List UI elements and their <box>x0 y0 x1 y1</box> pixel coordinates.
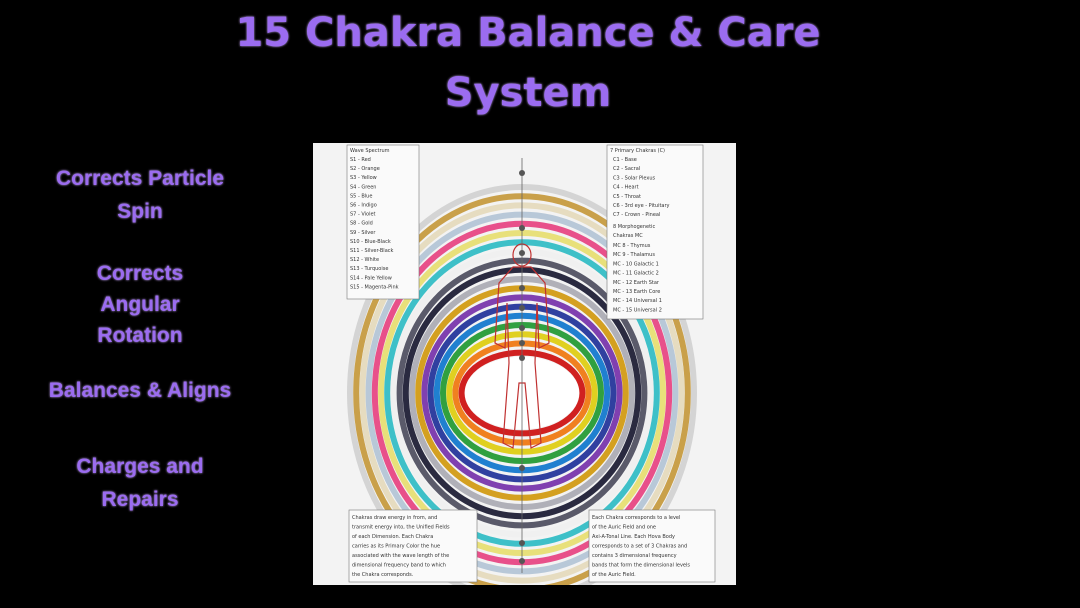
note-text: contains 3 dimensional frequency <box>592 553 677 559</box>
legend-item: S12 - White <box>350 257 379 263</box>
note-text: Each Chakra corresponds to a level <box>592 515 680 521</box>
benefit-text: Corrects <box>96 262 184 285</box>
legend-title: 8 Morphogenetic <box>613 224 655 230</box>
note-text: bands that form the dimensional levels <box>592 563 690 569</box>
legend-item: C6 - 3rd eye - Pituitary <box>613 203 670 209</box>
note-text: Chakras draw energy in from, and <box>352 515 437 521</box>
legend-item: MC 8 - Thymus <box>613 243 651 249</box>
chakra-note-left: Chakras draw energy in from, and transmit… <box>348 509 478 583</box>
legend-item: C5 - Throat <box>613 194 641 200</box>
legend-item: S5 - Blue <box>350 193 372 199</box>
benefit-correct-angular-rotation: Corrects Angular Rotation <box>20 258 260 351</box>
chakra-point-icon <box>519 225 525 231</box>
chakra-note-right: Each Chakra corresponds to a level of the… <box>588 509 716 583</box>
chakra-point-icon <box>519 355 525 361</box>
chakra-diagram: Wave Spectrum S1 - Red S2 - Orange S3 - Yel… <box>313 143 736 585</box>
legend-item: S4 - Green <box>350 184 376 190</box>
chakra-point-icon <box>519 540 525 546</box>
legend-item: MC - 13 Earth Core <box>613 289 660 295</box>
note-text: corresponds to a set of 3 Chakras and <box>592 544 687 550</box>
legend-item: S8 - Gold <box>350 221 373 227</box>
benefit-charge-repair: Charges and Repairs <box>20 450 260 516</box>
chakra-point-icon <box>519 465 525 471</box>
benefit-text: Balances & Aligns <box>48 379 232 402</box>
benefit-balance-align: Balances & Aligns <box>20 374 260 407</box>
chakra-point-icon <box>519 285 525 291</box>
legend-title: Chakras MC <box>613 233 643 239</box>
benefit-text: Repairs <box>101 488 179 511</box>
legend-item: MC - 15 Universal 2 <box>613 307 662 313</box>
chakra-point-icon <box>519 325 525 331</box>
legend-item: MC - 11 Galactic 2 <box>613 271 659 277</box>
chakra-point-icon <box>519 250 525 256</box>
legend-item: S14 - Pale Yellow <box>350 275 392 281</box>
page-title-line-1: 15 Chakra Balance & Care <box>235 10 821 56</box>
legend-item: S13 - Turquoise <box>350 266 388 272</box>
benefit-text: Rotation <box>97 324 183 347</box>
legend-item: MC - 14 Universal 1 <box>613 298 662 304</box>
legend-item: S2 - Orange <box>350 166 380 172</box>
legend-item: S3 - Yellow <box>350 175 377 181</box>
legend-item: S10 - Blue-Black <box>350 239 391 245</box>
legend-title: 7 Primary Chakras (C) <box>610 148 665 154</box>
legend-item: S9 - Silver <box>350 230 376 236</box>
note-text: Axi-A-Tonal Line. Each Hova Body <box>592 534 675 540</box>
note-text: associated with the wave length of the <box>352 553 449 559</box>
note-text: of the Auric Field. <box>592 572 636 578</box>
chakra-point-icon <box>519 340 525 346</box>
legend-item: C7 - Crown - Pineal <box>613 212 660 218</box>
chakra-point-icon <box>519 305 525 311</box>
wave-spectrum-legend: Wave Spectrum S1 - Red S2 - Orange S3 - Yel… <box>346 144 420 300</box>
legend-item: MC - 10 Galactic 1 <box>613 261 659 267</box>
note-text: transmit energy into, the Unified Fields <box>352 525 450 531</box>
benefit-correct-particle-spin: Corrects Particle Spin <box>20 162 260 228</box>
legend-item: S1 - Red <box>350 157 371 163</box>
chakra-point-icon <box>519 170 525 176</box>
legend-item: C1 - Base <box>613 157 637 163</box>
note-text: of each Dimension. Each Chakra <box>352 534 433 540</box>
legend-item: C4 - Heart <box>613 185 639 191</box>
benefit-text: Spin <box>117 200 163 223</box>
note-text: of the Auric Field and one <box>592 525 656 531</box>
note-text: dimensional frequency band to which <box>352 563 446 569</box>
human-figure-icon <box>494 158 550 573</box>
legend-title: Wave Spectrum <box>350 148 390 154</box>
legend-item: C2 - Sacral <box>613 166 640 172</box>
benefit-text: Angular <box>100 293 180 316</box>
note-text: the Chakra corresponds. <box>352 572 414 578</box>
chakra-list-legend: 7 Primary Chakras (C) C1 - Base C2 - Sacra… <box>606 144 704 320</box>
legend-item: C3 - Solar Plexus <box>613 175 656 181</box>
benefit-text: Corrects Particle <box>55 167 225 190</box>
benefit-text: Charges and <box>76 455 204 478</box>
chakra-point-icon <box>519 558 525 564</box>
legend-item: S6 - Indigo <box>350 203 377 209</box>
note-text: carries as its Primary Color the hue <box>352 544 440 550</box>
page-title-line-2: System <box>444 70 612 116</box>
legend-item: MC - 12 Earth Star <box>613 280 660 286</box>
legend-item: MC 9 - Thalamus <box>613 252 655 258</box>
legend-item: S11 - Silver-Black <box>350 248 394 254</box>
legend-item: S15 - Magenta-Pink <box>350 284 399 290</box>
legend-item: S7 - Violet <box>350 212 376 218</box>
